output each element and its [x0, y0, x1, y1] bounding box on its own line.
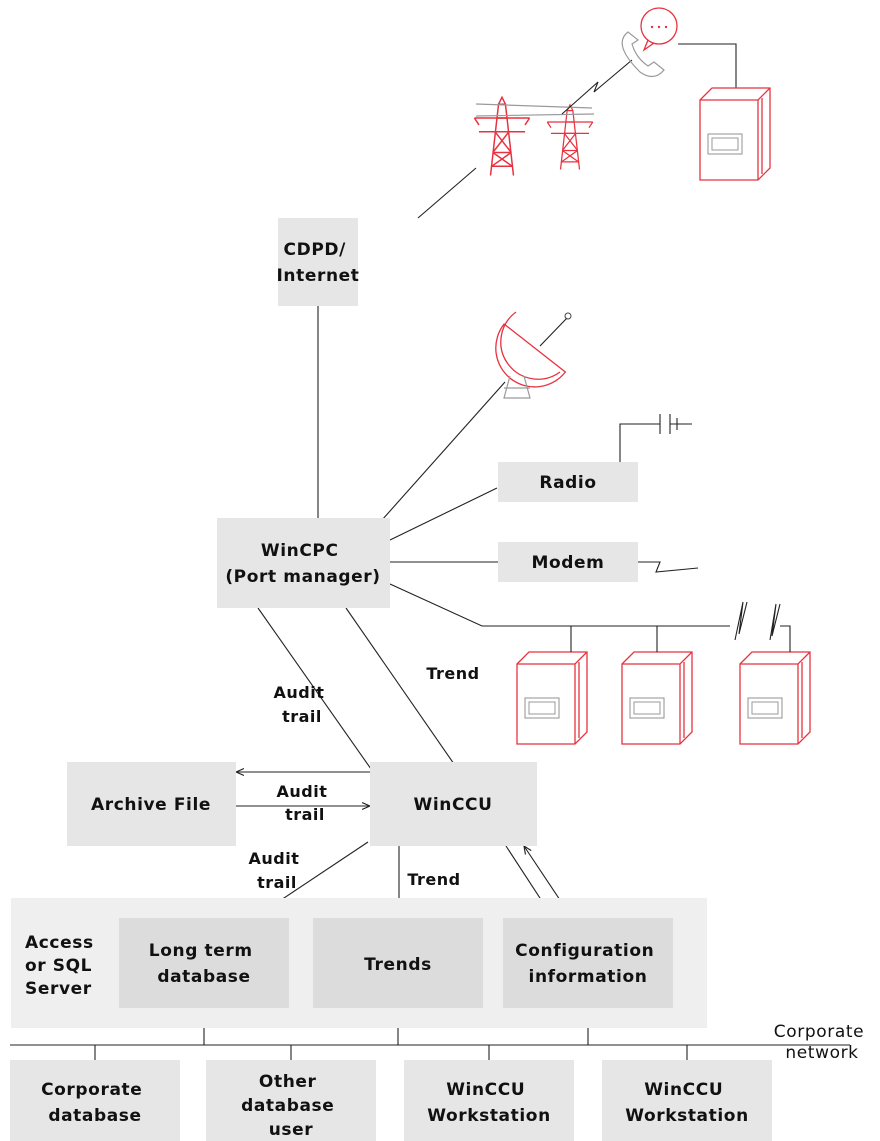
winccu-workstation-box-1	[404, 1060, 574, 1141]
corporate-network-label: Corporate network	[774, 1022, 870, 1063]
corporate-database-label: Corporate database	[41, 1080, 149, 1126]
winccu-label: WinCCU	[413, 795, 492, 815]
winccu-workstation-box-2	[602, 1060, 772, 1141]
tower-to-cdpd-line	[417, 167, 477, 219]
server-to-network-drops	[203, 1028, 589, 1045]
configuration-information-label: Configuration information	[515, 941, 661, 987]
winccu-workstation-label-2: WinCCU Workstation	[625, 1080, 749, 1126]
access-sql-server-label: Access or SQL Server	[25, 933, 100, 999]
radio-box	[498, 462, 638, 502]
wireless-link-zigzag	[561, 59, 633, 115]
wincpc-box	[217, 518, 390, 608]
field-bus-drops	[570, 626, 658, 652]
trends-box	[313, 918, 483, 1008]
wincpc-label: WinCPC (Port manager)	[225, 541, 380, 587]
winccu-audit-trail-label: Audit trail	[249, 849, 306, 892]
phone-speech-icon	[621, 7, 678, 78]
wincpc-audit-trail-label: Audit trail	[274, 683, 331, 726]
network-to-clients-drops	[94, 1045, 688, 1060]
phone-link	[678, 43, 737, 88]
winccu-workstation-label-1: WinCCU Workstation	[427, 1080, 551, 1126]
configuration-information-box	[503, 918, 673, 1008]
radio-label: Radio	[539, 473, 596, 493]
archive-file-box	[67, 762, 236, 846]
flow-computer-icon	[699, 87, 771, 181]
modem-link-zigzag	[638, 561, 699, 573]
archive-file-label: Archive File	[91, 795, 211, 815]
cdpd-internet-label: CDPD/ Internet	[276, 240, 359, 286]
satellite-dish-icon	[495, 311, 572, 399]
other-database-user-label: Other database user	[241, 1072, 341, 1140]
long-term-database-label: Long term database	[149, 941, 259, 987]
flow-computer-icon	[739, 651, 811, 745]
corporate-database-box	[10, 1060, 180, 1141]
transmission-tower-icon	[473, 96, 595, 177]
other-database-user-box	[206, 1060, 376, 1141]
modem-box	[498, 542, 638, 582]
antenna-icon	[619, 414, 692, 462]
winccu-box	[370, 762, 537, 846]
cdpd-internet-box	[278, 218, 358, 306]
modem-label: Modem	[531, 553, 604, 573]
archive-audit-trail-label: Audit trail	[277, 782, 334, 824]
wincpc-trend-label: Trend	[426, 664, 479, 683]
wincpc-to-field-bus	[389, 583, 730, 627]
long-term-database-box	[119, 918, 289, 1008]
flow-computer-icon	[516, 651, 588, 745]
radio-to-wincpc-line	[389, 487, 498, 541]
winccu-trend-label: Trend	[407, 870, 460, 889]
trends-label: Trends	[364, 955, 432, 975]
dish-to-wincpc-line	[381, 381, 506, 521]
flow-computer-icon	[621, 651, 693, 745]
field-bus-zigzags	[734, 601, 791, 652]
